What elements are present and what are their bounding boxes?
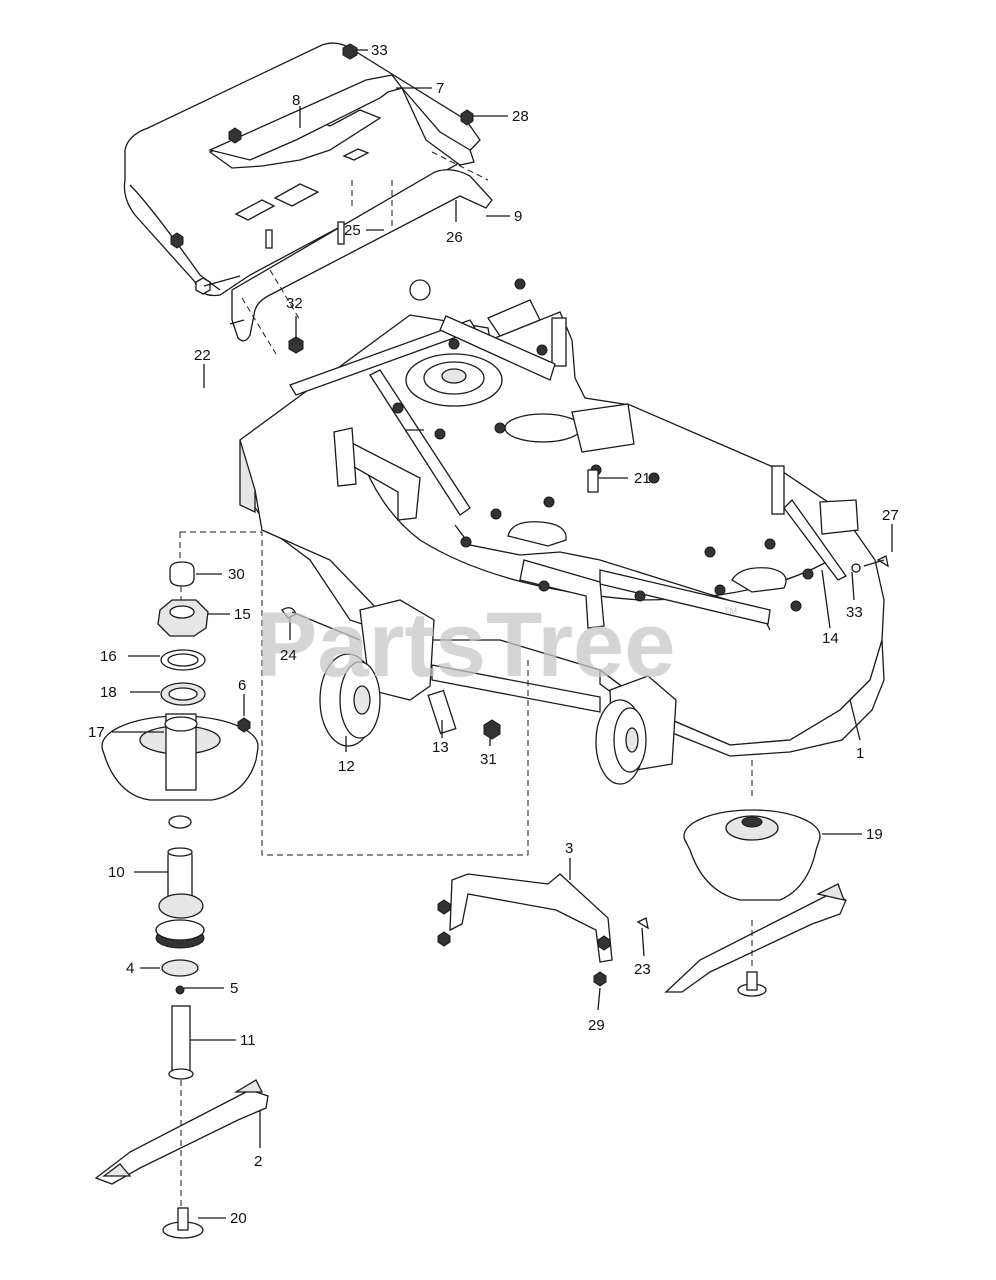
callout-17: 17 <box>88 724 105 741</box>
callout-9: 9 <box>514 208 522 225</box>
callout-24: 24 <box>280 647 297 664</box>
watermark-tm: TM <box>724 606 737 616</box>
assembly-lines <box>179 151 753 1210</box>
callout-2: 2 <box>254 1153 262 1170</box>
callout-15: 15 <box>234 606 251 623</box>
callout-7: 7 <box>436 80 444 97</box>
left-spindle-assembly <box>94 561 269 1239</box>
callout-33-top: 33 <box>371 42 388 59</box>
callout-19: 19 <box>866 826 883 843</box>
callout-12: 12 <box>338 758 355 775</box>
callout-8: 8 <box>292 92 300 109</box>
callout-32: 32 <box>286 295 303 312</box>
callout-14: 14 <box>822 630 839 647</box>
callout-21: 21 <box>634 470 651 487</box>
callout-20: 20 <box>230 1210 247 1227</box>
callout-5: 5 <box>230 980 238 997</box>
callout-10: 10 <box>108 864 125 881</box>
callout-33-right: 33 <box>846 604 863 621</box>
callout-31: 31 <box>480 751 497 768</box>
callout-4: 4 <box>126 960 134 977</box>
callout-28: 28 <box>512 108 529 125</box>
callout-22: 22 <box>194 347 211 364</box>
callout-27: 27 <box>882 507 899 524</box>
callout-labels: 33 7 8 28 9 25 26 32 22 21 27 30 15 16 6… <box>88 42 899 1227</box>
callout-6: 6 <box>238 677 246 694</box>
deck-bolts <box>195 275 889 641</box>
callout-25: 25 <box>344 222 361 239</box>
callout-30: 30 <box>228 566 245 583</box>
anti-scalp-wheels <box>319 599 677 785</box>
callout-18: 18 <box>100 684 117 701</box>
callout-1: 1 <box>856 745 864 762</box>
callout-29: 29 <box>588 1017 605 1034</box>
cover-bracket <box>208 74 475 166</box>
callout-16: 16 <box>100 648 117 665</box>
callout-13: 13 <box>432 739 449 756</box>
callout-23: 23 <box>634 961 651 978</box>
right-spindle-assembly <box>664 809 847 997</box>
deck-nuts <box>392 278 814 612</box>
leader-lines <box>112 49 893 1219</box>
callout-11: 11 <box>240 1032 256 1049</box>
watermark-text: PartsTree <box>256 594 675 696</box>
callout-26: 26 <box>446 229 463 246</box>
mid-bracket <box>437 873 649 987</box>
callout-3: 3 <box>565 840 573 857</box>
cover-plate <box>229 169 493 342</box>
